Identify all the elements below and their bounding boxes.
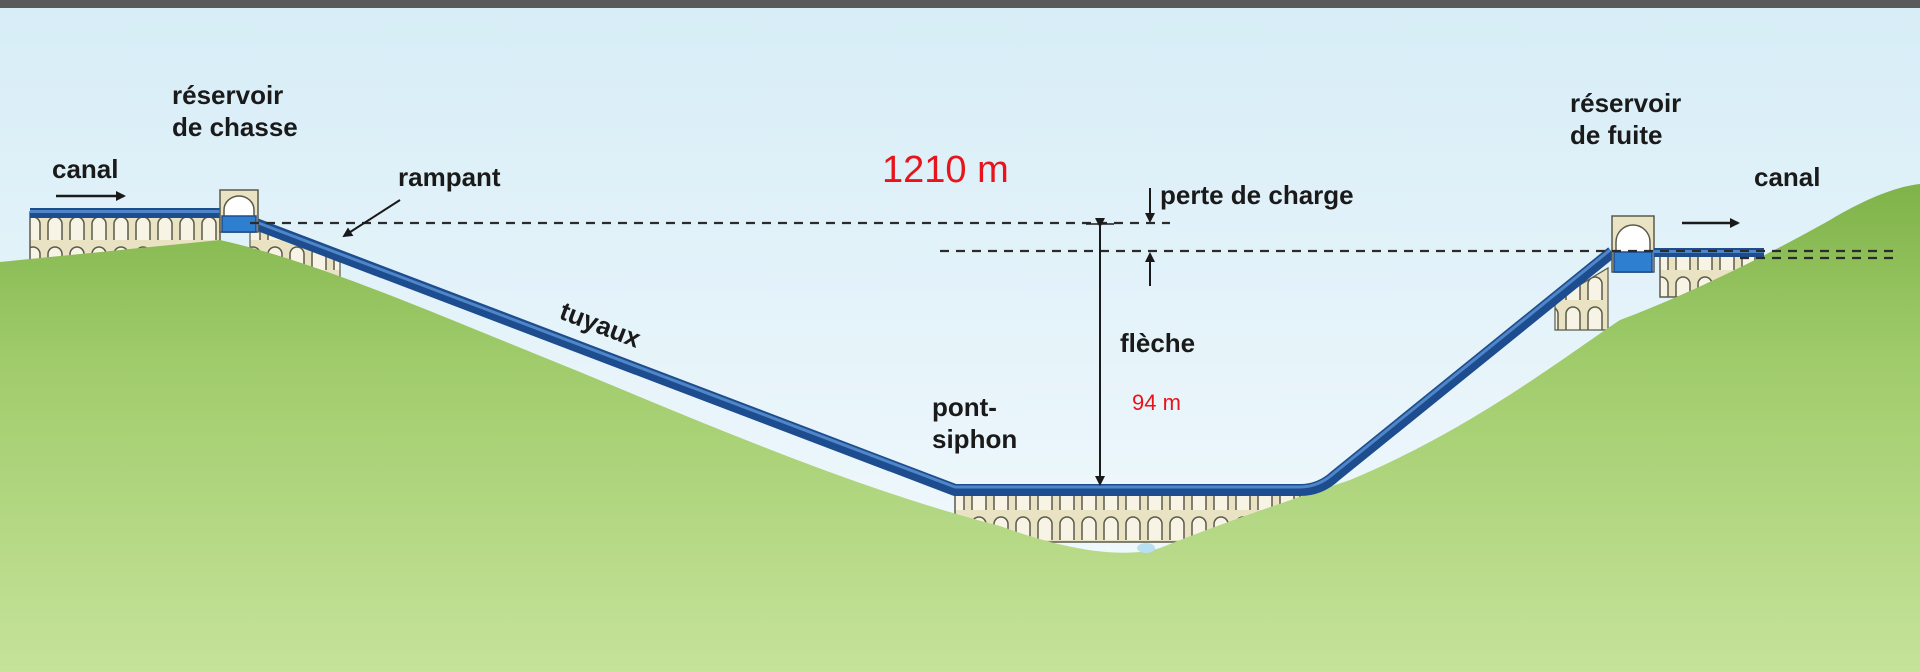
reservoir-fuite-label-2: de fuite: [1570, 120, 1662, 150]
fleche-label: flèche: [1120, 328, 1195, 358]
canal-right-label: canal: [1754, 162, 1821, 192]
siphon-pipe: [237, 212, 1616, 496]
length-label: 1210 m: [882, 149, 1009, 191]
reservoir-chasse-label-2: de chasse: [172, 112, 298, 142]
rampant-label: rampant: [398, 162, 501, 192]
perte-de-charge-label: perte de charge: [1160, 180, 1354, 210]
river: [1137, 543, 1155, 553]
siphon-pipe-highlight: [239, 214, 1611, 489]
reservoir-chasse-label-1: réservoir: [172, 80, 283, 110]
canal-left-label: canal: [52, 154, 119, 184]
valley-hills: [0, 184, 1920, 671]
reservoir-fuite-label-1: réservoir: [1570, 88, 1681, 118]
rampant-pointer: [342, 199, 401, 238]
reservoir-fuite: [1611, 215, 1655, 273]
pont-siphon-label-1: pont-: [932, 392, 997, 422]
pont-siphon-label-2: siphon: [932, 424, 1017, 454]
height-label: 94 m: [1132, 390, 1181, 415]
reservoir-chasse: [219, 189, 259, 233]
left-canal-highlight: [30, 210, 225, 213]
